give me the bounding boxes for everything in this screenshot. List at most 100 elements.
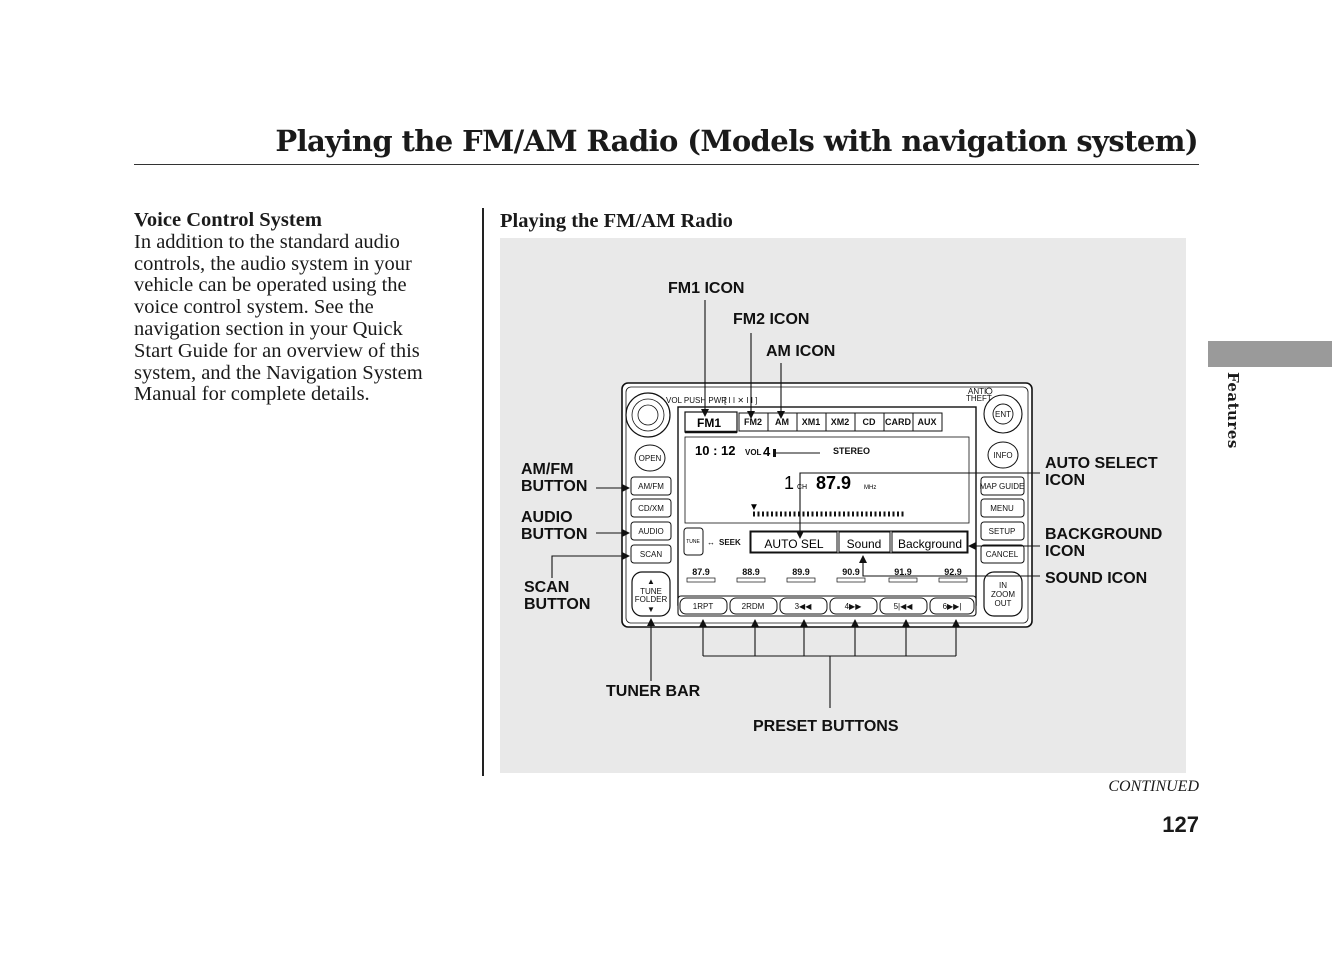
- volume-level: 4: [763, 444, 771, 459]
- svg-text:BUTTON: BUTTON: [521, 478, 587, 495]
- svg-text:BUTTON: BUTTON: [524, 596, 590, 613]
- volume-knob[interactable]: [625, 392, 671, 438]
- svg-text:ZOOM: ZOOM: [991, 590, 1015, 599]
- section-heading: Voice Control System: [134, 209, 322, 231]
- svg-text:ICON: ICON: [1045, 472, 1085, 489]
- svg-text:92.9: 92.9: [944, 567, 962, 577]
- svg-text:↔: ↔: [707, 538, 715, 547]
- scan-button-label: SCAN: [524, 579, 569, 596]
- svg-text:AUDIO: AUDIO: [638, 527, 663, 536]
- title-rule: [134, 164, 1199, 165]
- svg-text:2RDM: 2RDM: [742, 602, 765, 611]
- svg-text:▼: ▼: [749, 502, 759, 513]
- stereo-indicator: STEREO: [833, 446, 870, 456]
- svg-text:[ I I ✕ I I ]: [ I I ✕ I I ]: [724, 396, 757, 405]
- body-line: In addition to the standard audio: [134, 230, 400, 253]
- svg-text:TUNE: TUNE: [640, 587, 662, 596]
- svg-text:AUTO SEL: AUTO SEL: [764, 537, 823, 551]
- body-line: vehicle can be operated using the: [134, 274, 407, 297]
- svg-text:AM/FM: AM/FM: [638, 482, 664, 491]
- frequency-display: 87.9: [816, 473, 851, 493]
- tuner-bar-label: TUNER BAR: [606, 683, 701, 700]
- sound-icon[interactable]: Sound: [838, 531, 891, 553]
- svg-text:CANCEL: CANCEL: [986, 550, 1019, 559]
- svg-text:FM1: FM1: [697, 416, 721, 430]
- preset-button-3[interactable]: 3◀◀: [779, 597, 828, 615]
- svg-text:FM2: FM2: [744, 417, 762, 427]
- background-icon-label: BACKGROUND: [1045, 526, 1162, 543]
- map-guide-button[interactable]: MAP GUIDE: [980, 476, 1025, 496]
- page-number: 127: [1162, 812, 1199, 837]
- section-body: In addition to the standard audio contro…: [134, 230, 469, 406]
- svg-text:89.9: 89.9: [792, 567, 810, 577]
- fm1-icon-label: FM1 ICON: [668, 280, 744, 297]
- svg-text:6▶▶|: 6▶▶|: [943, 602, 962, 611]
- preset-frequency-row: 87.9 88.9 89.9 90.9 91.9 92.9: [686, 567, 968, 583]
- svg-text:ENT: ENT: [995, 410, 1011, 419]
- svg-text:ICON: ICON: [1045, 543, 1085, 560]
- preset-button-4[interactable]: 4▶▶: [829, 597, 878, 615]
- amfm-button-label: AM/FM: [521, 461, 573, 478]
- preset-button-2[interactable]: 2RDM: [729, 597, 778, 615]
- open-button[interactable]: OPEN: [634, 444, 666, 472]
- audio-button[interactable]: AUDIO: [630, 521, 672, 541]
- body-line: Manual for complete details.: [134, 383, 370, 406]
- figure-heading: Playing the FM/AM Radio: [500, 210, 733, 232]
- svg-text:Sound: Sound: [847, 537, 882, 551]
- audio-button-label: AUDIO: [521, 509, 573, 526]
- svg-text:SETUP: SETUP: [989, 527, 1016, 536]
- page-title: Playing the FM/AM Radio (Models with nav…: [275, 124, 1198, 158]
- svg-text:MENU: MENU: [990, 504, 1014, 513]
- preset-button-6[interactable]: 6▶▶|: [929, 597, 975, 615]
- channel-number: 1: [784, 473, 794, 493]
- svg-text:FOLDER: FOLDER: [635, 595, 668, 604]
- body-line: Start Guide for an overview of this: [134, 339, 420, 362]
- svg-text:BUTTON: BUTTON: [521, 526, 587, 543]
- preset-button-5[interactable]: 5|◀◀: [879, 597, 928, 615]
- svg-text:▼: ▼: [647, 605, 655, 614]
- seek-label: SEEK: [719, 538, 741, 547]
- svg-text:XM2: XM2: [831, 417, 850, 427]
- svg-text:THEFT: THEFT: [966, 394, 992, 403]
- svg-text:IN: IN: [999, 581, 1007, 590]
- info-button[interactable]: INFO: [987, 441, 1019, 469]
- svg-text:CD/XM: CD/XM: [638, 504, 664, 513]
- continued-note: CONTINUED: [1108, 778, 1199, 795]
- svg-text:5|◀◀: 5|◀◀: [894, 602, 914, 611]
- svg-text:Background: Background: [898, 537, 962, 551]
- display-main: [684, 436, 970, 524]
- svg-text:OUT: OUT: [995, 599, 1012, 608]
- section-label: Features: [1224, 372, 1242, 449]
- vol-pwr-label: VOL PUSH PWR: [666, 396, 727, 405]
- tab-aux[interactable]: [912, 412, 943, 432]
- svg-text:3◀◀: 3◀◀: [795, 602, 813, 611]
- auto-select-icon-label: AUTO SELECT: [1045, 455, 1158, 472]
- auto-sel-icon[interactable]: AUTO SEL: [750, 531, 838, 553]
- preset-button-1[interactable]: 1RPT: [679, 597, 728, 615]
- cancel-button[interactable]: CANCEL: [980, 544, 1025, 564]
- svg-text:MAP GUIDE: MAP GUIDE: [980, 482, 1025, 491]
- tune-folder-knob[interactable]: ▲ TUNE FOLDER ▼: [631, 571, 671, 617]
- ent-joystick[interactable]: ENT: [983, 394, 1023, 434]
- callout-lines: [551, 300, 1040, 708]
- radio-diagram: VOL PUSH PWR [ I I ✕ I I ] OPEN AM/FM CD…: [521, 280, 1162, 735]
- fm2-icon-label: FM2 ICON: [733, 311, 809, 328]
- svg-text:▲: ▲: [647, 577, 655, 586]
- svg-text:CARD: CARD: [885, 417, 911, 427]
- setup-button[interactable]: SETUP: [980, 521, 1025, 541]
- am-fm-button[interactable]: AM/FM: [630, 476, 672, 496]
- svg-text:90.9: 90.9: [842, 567, 860, 577]
- am-icon-label: AM ICON: [766, 343, 835, 360]
- background-icon[interactable]: Background: [891, 531, 968, 553]
- svg-text:91.9: 91.9: [894, 567, 912, 577]
- svg-text:1RPT: 1RPT: [693, 602, 714, 611]
- svg-text:4▶▶: 4▶▶: [845, 602, 863, 611]
- svg-text:ANTI: ANTI: [968, 387, 986, 396]
- tune-button[interactable]: TUNE: [683, 527, 704, 556]
- scan-button[interactable]: SCAN: [630, 544, 672, 564]
- cd-xm-button[interactable]: CD/XM: [630, 498, 672, 518]
- column-divider: [482, 208, 484, 776]
- menu-button[interactable]: MENU: [980, 498, 1025, 518]
- body-line: system, and the Navigation System: [134, 361, 423, 384]
- zoom-knob[interactable]: IN ZOOM OUT: [983, 571, 1023, 617]
